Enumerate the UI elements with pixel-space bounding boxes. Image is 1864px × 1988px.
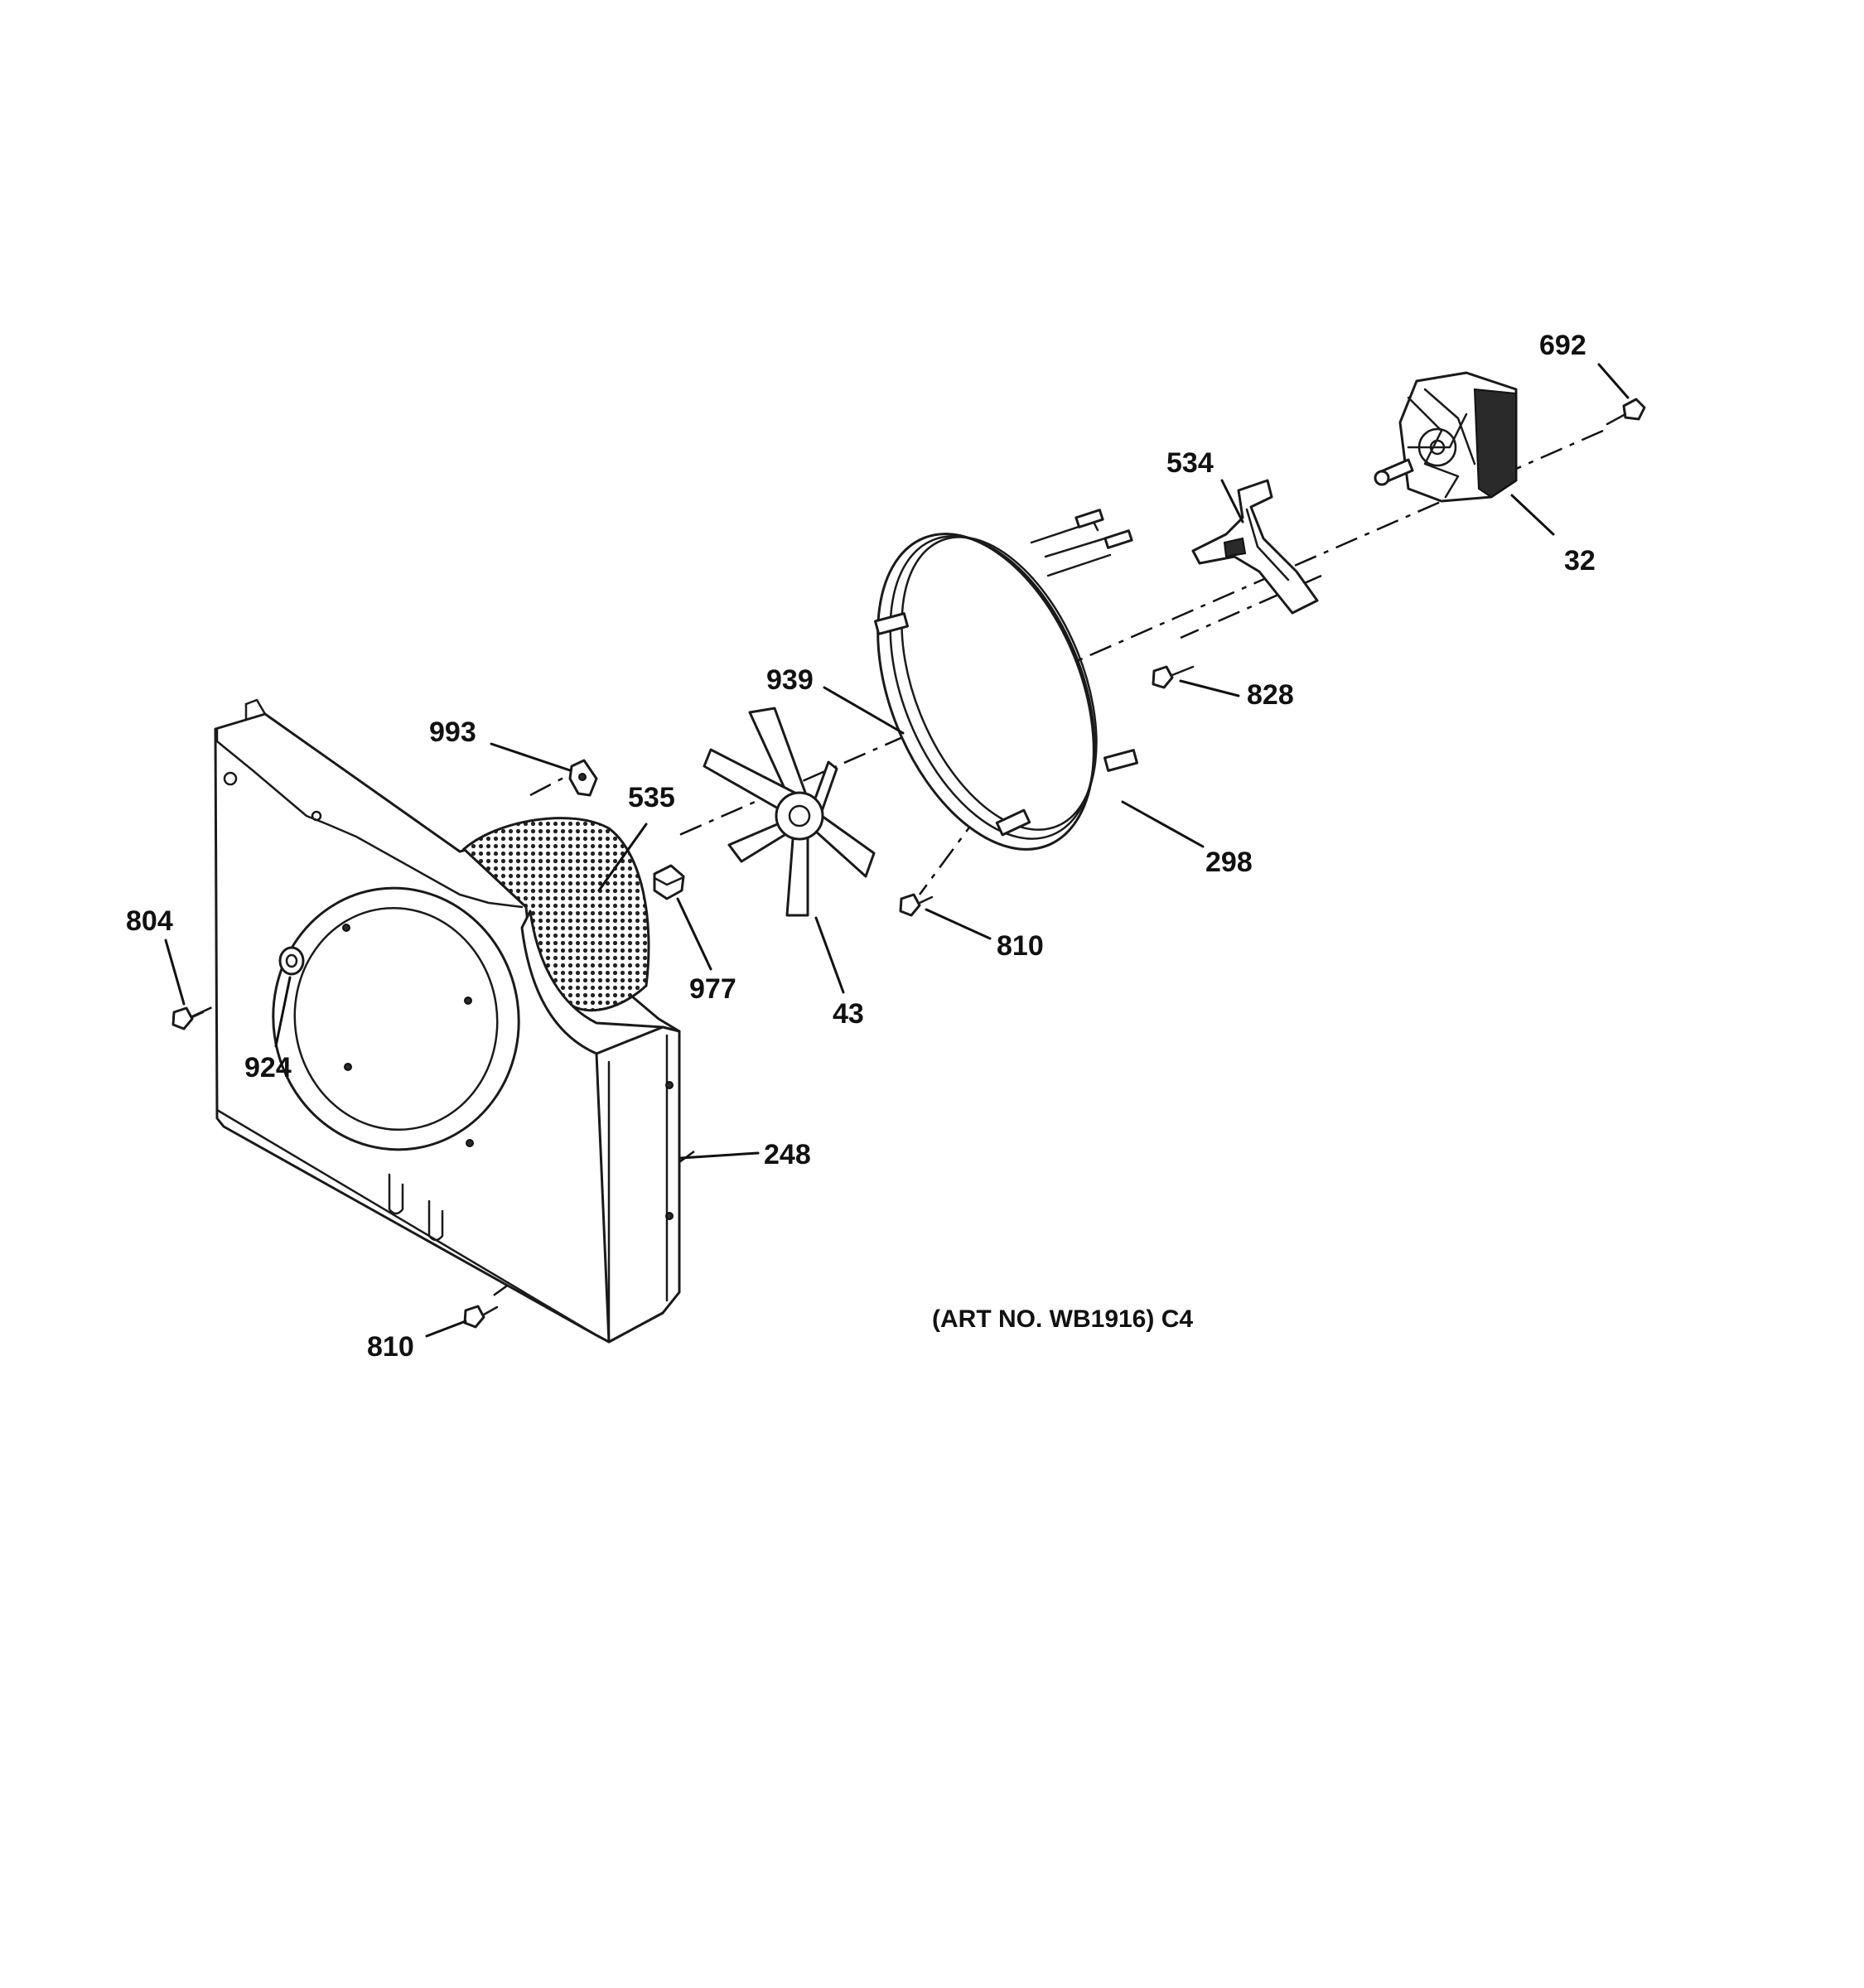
callout-924: 924 — [244, 1052, 292, 1083]
bracket-534 — [1191, 479, 1319, 615]
callout-43: 43 — [833, 998, 864, 1030]
screw-692 — [1606, 398, 1646, 426]
screw-828 — [1152, 665, 1195, 689]
callout-810-lower: 810 — [367, 1331, 414, 1363]
bracket-993 — [568, 759, 598, 797]
fan-blade-43 — [703, 707, 876, 917]
callout-298: 298 — [1205, 847, 1253, 878]
screw-810-upper — [899, 893, 934, 917]
callout-248: 248 — [764, 1139, 811, 1170]
callout-810-upper: 810 — [997, 930, 1044, 962]
callout-692: 692 — [1539, 330, 1586, 361]
callout-977: 977 — [689, 973, 736, 1005]
callout-32: 32 — [1564, 545, 1596, 577]
grommet-924 — [278, 946, 305, 976]
callout-828: 828 — [1247, 679, 1294, 711]
callout-534: 534 — [1166, 447, 1214, 479]
heating-element-298 — [874, 509, 1138, 851]
screw-804 — [171, 1006, 205, 1030]
callout-labels: 692 534 32 939 828 993 535 298 804 810 9… — [126, 330, 1596, 1363]
callout-535: 535 — [628, 782, 675, 813]
leader-lines — [164, 363, 1630, 1338]
back-panel-248 — [214, 698, 681, 1344]
motor-32 — [1374, 371, 1518, 503]
callout-993: 993 — [429, 717, 476, 748]
nut-977 — [653, 864, 685, 900]
callout-939: 939 — [766, 664, 814, 696]
callout-804: 804 — [126, 905, 173, 937]
screw-810-lower — [463, 1305, 499, 1329]
art-number-note: (ART NO. WB1916) C4 — [932, 1305, 1193, 1333]
